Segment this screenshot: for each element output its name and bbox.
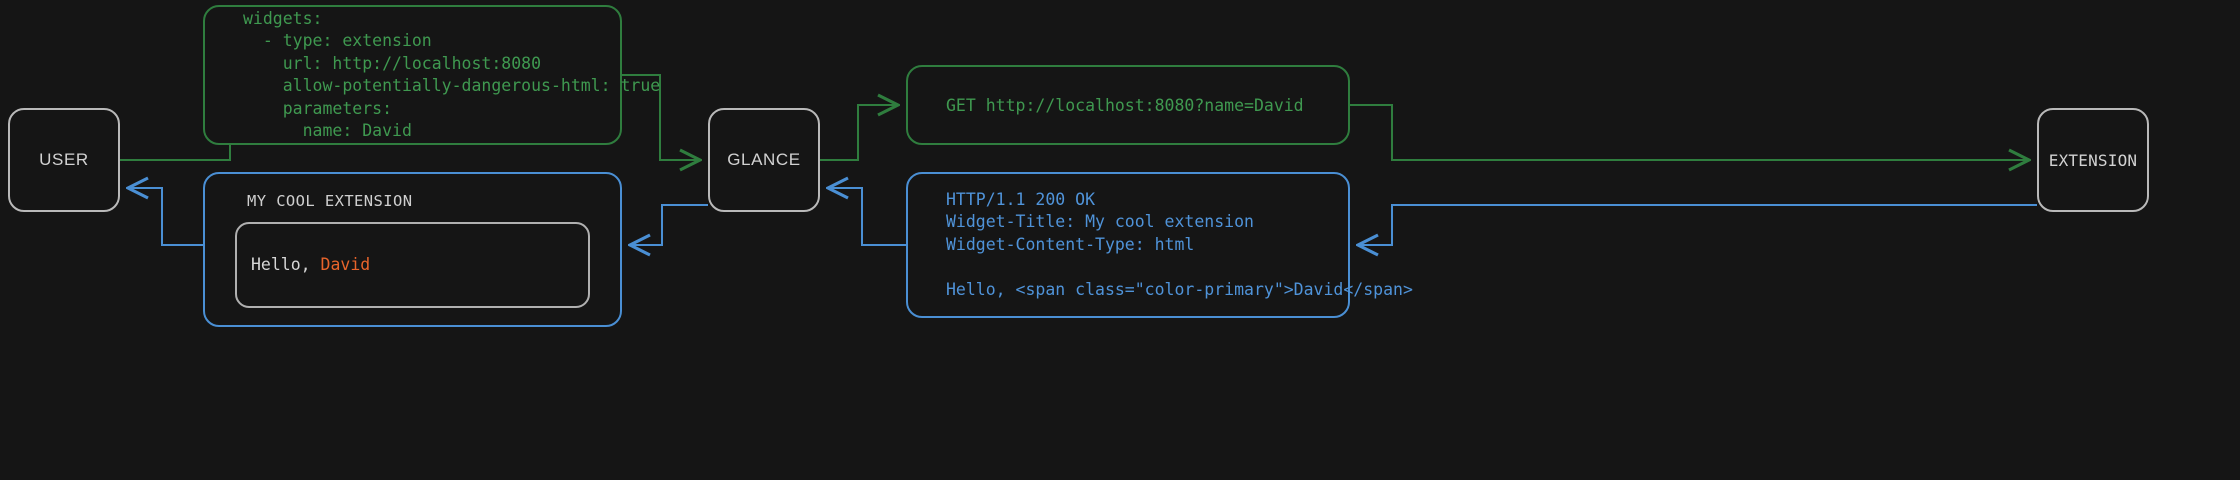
node-glance[interactable]: GLANCE [708,108,820,212]
greeting-prefix-text: Hello, [251,255,321,274]
rendered-widget-card: Hello, David [235,221,590,308]
rendered-widget-body: MY COOL EXTENSION Hello, David [205,192,620,308]
wire-request-to-extension [1350,104,2029,160]
greeting-name-text: David [320,255,371,274]
node-extension-label: EXTENSION [2048,150,2138,170]
wire-glance-to-request [820,105,898,161]
wire-extension-to-response [1358,204,2037,245]
http-request-text: GET http://localhost:8080?name=David [946,95,1304,115]
http-response-text: HTTP/1.1 200 OK Widget-Title: My cool ex… [946,189,1413,299]
node-extension[interactable]: EXTENSION [2037,108,2149,212]
rendered-widget-title: MY COOL EXTENSION [247,191,413,210]
wire-widget-to-user [128,188,203,246]
wire-glance-to-widget [630,204,708,245]
panel-http-request: GET http://localhost:8080?name=David [906,65,1350,145]
node-user-label: USER [39,150,89,169]
panel-http-response: HTTP/1.1 200 OK Widget-Title: My cool ex… [906,172,1413,318]
config-yaml-text: widgets: - type: extension url: http://l… [243,8,661,141]
panel-widget-config: widgets: - type: extension url: http://l… [203,5,661,145]
rendered-widget-greeting: Hello, David [251,255,370,274]
panel-rendered-widget: MY COOL EXTENSION Hello, David [203,172,622,327]
node-glance-label: GLANCE [727,150,801,169]
node-user[interactable]: USER [8,108,120,212]
wire-response-to-glance [828,188,906,246]
